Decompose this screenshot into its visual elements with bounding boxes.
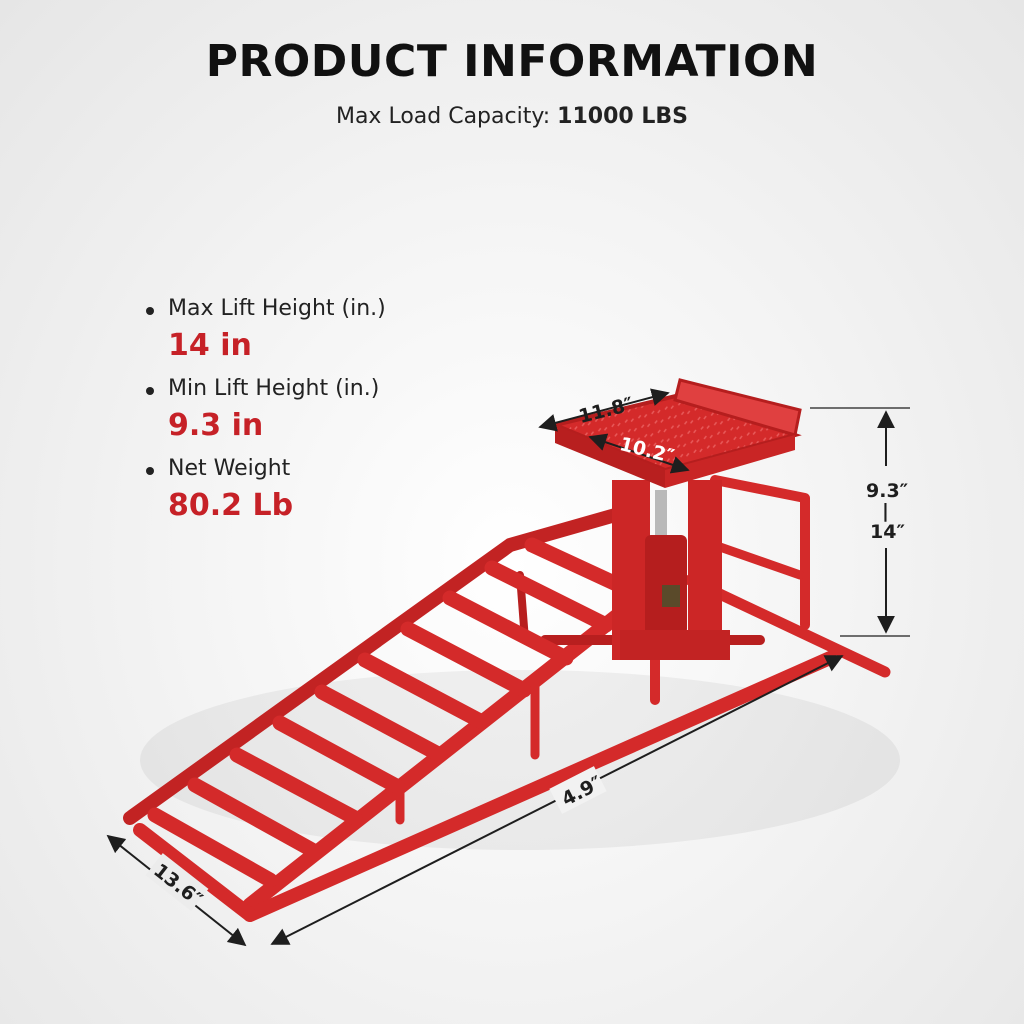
spec-net-weight: Net Weight 80.2 Lb	[146, 452, 526, 526]
capacity-value: 11000 LBS	[557, 104, 689, 129]
spec-value: 14 in	[168, 328, 252, 363]
bottle-jack	[612, 480, 730, 660]
page-title: PRODUCT INFORMATION	[205, 36, 819, 87]
spec-max-lift: Max Lift Height (in.) 14 in	[146, 292, 526, 366]
spec-label: Net Weight	[168, 456, 291, 481]
height-min-label: 9.3″	[866, 480, 909, 502]
load-capacity: Max Load Capacity: 11000 LBS	[0, 104, 1024, 129]
spec-value: 80.2 Lb	[168, 488, 294, 523]
height-separator: |	[882, 500, 889, 522]
height-max-label: 14″	[870, 521, 905, 543]
spec-value: 9.3 in	[168, 408, 264, 443]
capacity-label: Max Load Capacity:	[335, 104, 551, 129]
bullet-icon	[146, 467, 154, 475]
spec-label: Min Lift Height (in.)	[168, 376, 380, 401]
spec-label: Max Lift Height (in.)	[168, 296, 386, 321]
lift-platform	[548, 378, 802, 488]
dimension-height: 9.3″ | 14″	[810, 407, 910, 637]
bullet-icon	[146, 387, 154, 395]
spec-min-lift: Min Lift Height (in.) 9.3 in	[146, 372, 526, 446]
bullet-icon	[146, 307, 154, 315]
spec-list: Max Lift Height (in.) 14 in Min Lift Hei…	[146, 292, 526, 532]
